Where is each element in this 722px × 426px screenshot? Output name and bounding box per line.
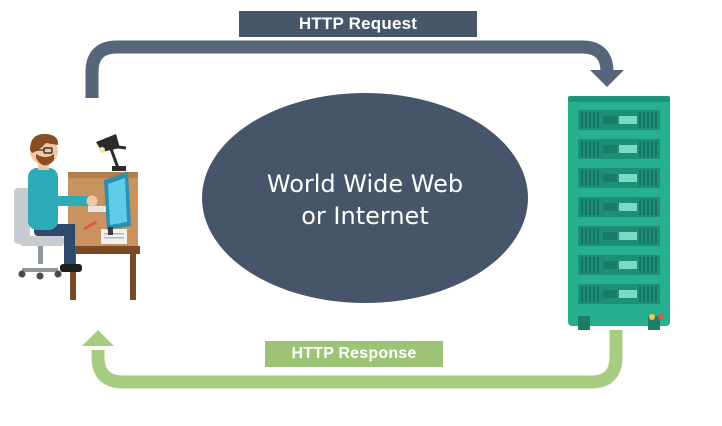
internet-label-line1: World Wide Web xyxy=(266,170,464,198)
internet-label: World Wide Web or Internet xyxy=(203,168,527,232)
http-request-label: HTTP Request xyxy=(239,11,477,37)
server-units xyxy=(578,110,660,304)
internet-ellipse xyxy=(202,93,528,303)
person-at-computer-icon xyxy=(14,133,140,300)
http-response-label: HTTP Response xyxy=(265,341,443,367)
internet-label-line2: or Internet xyxy=(301,202,429,230)
response-arrow xyxy=(82,330,623,389)
server-rack-icon xyxy=(568,96,670,330)
request-arrow xyxy=(85,40,624,98)
